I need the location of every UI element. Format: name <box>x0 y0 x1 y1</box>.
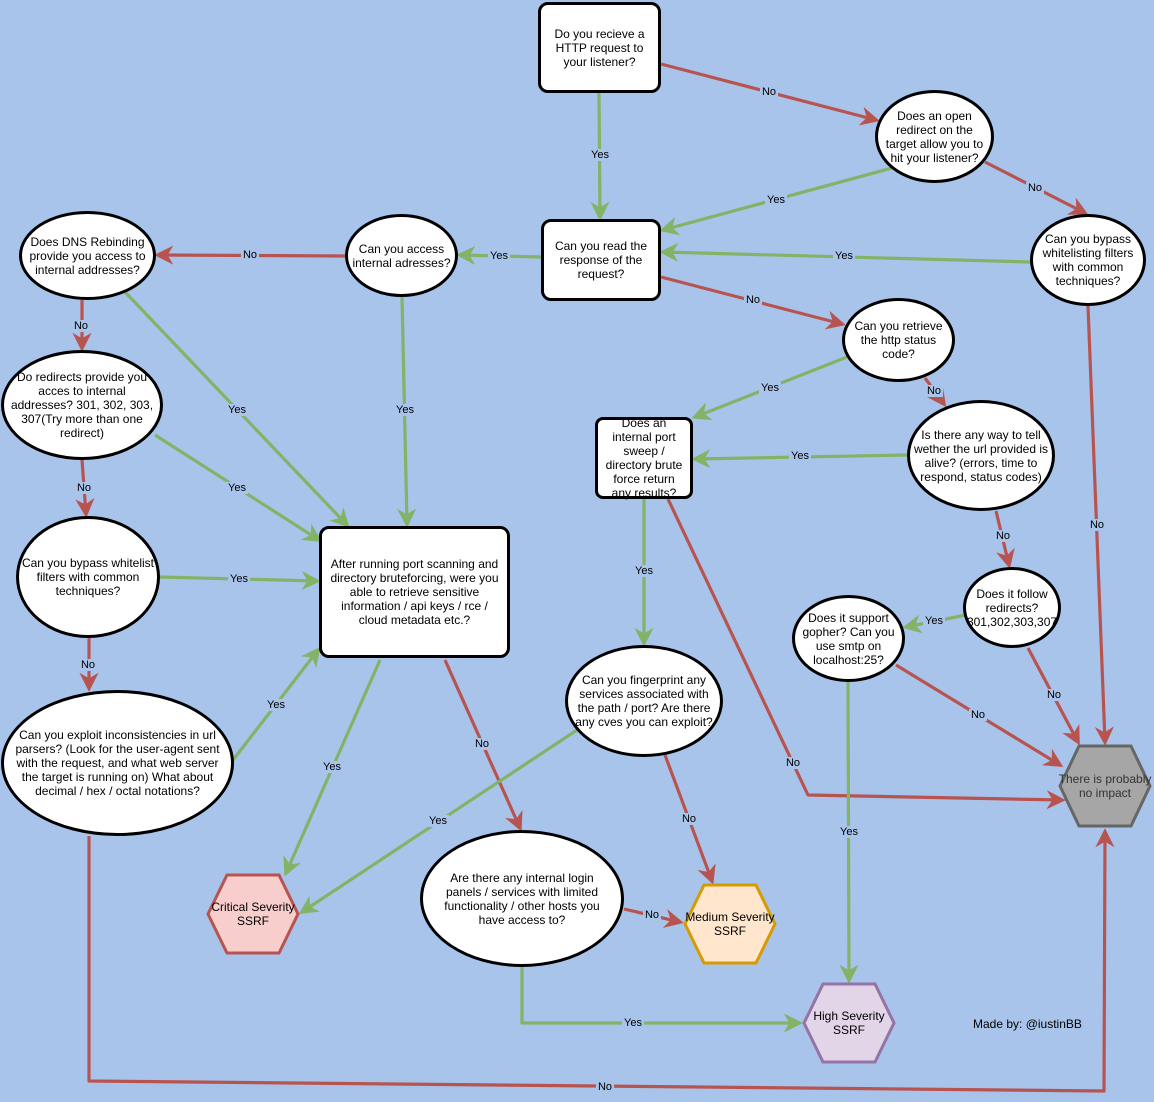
edge-label-no: No <box>78 659 98 671</box>
node-bypass-whitelisting-text: Can you bypass whitelisting filters with… <box>1042 232 1134 288</box>
edge-label-no: No <box>472 738 492 750</box>
node-high-text: High Severity SSRF <box>813 1009 885 1037</box>
node-fingerprint-text: Can you fingerprint any services associa… <box>575 673 713 729</box>
edge-label-no: No <box>1025 182 1045 194</box>
node-critical-text: Critical Severity SSRF <box>211 900 295 928</box>
edge-label-no: No <box>74 482 94 494</box>
node-redirects-internal: Do redirects provide you acces to intern… <box>1 350 163 460</box>
node-port-sweep-text: Does an internal port sweep / directory … <box>605 416 683 500</box>
edge-label-yes: Yes <box>321 761 343 773</box>
edge-label-yes: Yes <box>427 815 449 827</box>
node-open-redirect: Does an open redirect on the target allo… <box>875 90 994 183</box>
node-status-code: Can you retrieve the http status code? <box>842 298 955 382</box>
edge-label-no: No <box>924 385 944 397</box>
edge-label-no: No <box>71 320 91 332</box>
edge-label-no: No <box>595 1081 615 1093</box>
edge-label-no: No <box>993 530 1013 542</box>
node-http-request-text: Do you recieve a HTTP request to your li… <box>554 26 645 69</box>
edge-label-yes: Yes <box>633 565 655 577</box>
edge-label-no: No <box>743 294 763 306</box>
node-access-internal: Can you access internal adresses? <box>345 214 458 297</box>
node-medium-text: Medium Severity SSRF <box>685 910 775 938</box>
edge-label-no: No <box>783 757 803 769</box>
node-bypass-whitelist-filters: Can you bypass whitelist filters with co… <box>16 516 160 638</box>
node-status-code-text: Can you retrieve the http status code? <box>854 319 943 361</box>
node-login-panels-text: Are there any internal login panels / se… <box>444 870 600 927</box>
node-port-scanning-text: After running port scanning and director… <box>330 557 499 627</box>
edge-label-yes: Yes <box>622 1017 644 1029</box>
edge-yes-32 <box>520 967 803 1033</box>
edge-label-yes: Yes <box>838 826 860 838</box>
edge-label-no: No <box>642 909 662 921</box>
node-exploit-parsers: Can you exploit inconsistencies in url p… <box>1 690 234 836</box>
edge-label-yes: Yes <box>488 250 510 262</box>
node-url-alive: Is there any way to tell wether the url … <box>907 400 1055 511</box>
edge-label-no: No <box>240 249 260 261</box>
node-exploit-parsers-text: Can you exploit inconsistencies in url p… <box>15 728 220 798</box>
edge-label-no: No <box>1044 689 1064 701</box>
node-fingerprint: Can you fingerprint any services associa… <box>565 645 723 757</box>
node-http-request: Do you recieve a HTTP request to your li… <box>538 2 661 93</box>
edge-label-no: No <box>679 813 699 825</box>
edge-label-no: No <box>1087 519 1107 531</box>
node-follow-redirects: Does it follow redirects? 301,302,303,30… <box>963 567 1061 648</box>
credit-text: Made by: @iustinBB <box>973 1017 1082 1031</box>
node-port-scanning: After running port scanning and director… <box>319 526 510 658</box>
edge-label-yes: Yes <box>833 250 855 262</box>
node-gopher-text: Does it support gopher? Can you use smtp… <box>802 610 895 667</box>
node-access-internal-text: Can you access internal adresses? <box>352 241 451 270</box>
node-open-redirect-text: Does an open redirect on the target allo… <box>885 108 984 165</box>
edge-label-yes: Yes <box>923 615 945 627</box>
edge-label-no: No <box>968 709 988 721</box>
edge-label-yes: Yes <box>589 149 611 161</box>
edge-label-yes: Yes <box>228 573 250 585</box>
node-dns-rebinding-text: Does DNS Rebinding provide you access to… <box>29 234 146 277</box>
node-no-impact: There is probably no impact <box>1057 743 1153 829</box>
node-dns-rebinding: Does DNS Rebinding provide you access to… <box>19 211 156 300</box>
node-url-alive-text: Is there any way to tell wether the url … <box>913 427 1049 484</box>
edge-label-yes: Yes <box>394 404 416 416</box>
node-gopher: Does it support gopher? Can you use smtp… <box>792 595 905 682</box>
node-bypass-whitelist-filters-text: Can you bypass whitelist filters with co… <box>21 556 155 598</box>
edge-label-no: No <box>759 86 779 98</box>
edge-label-yes: Yes <box>765 194 787 206</box>
edge-label-yes: Yes <box>789 450 811 462</box>
node-high: High Severity SSRF <box>801 981 897 1065</box>
node-medium: Medium Severity SSRF <box>682 882 778 966</box>
edge-label-yes: Yes <box>265 699 287 711</box>
node-login-panels: Are there any internal login panels / se… <box>420 830 624 967</box>
node-port-sweep: Does an internal port sweep / directory … <box>595 416 693 500</box>
node-bypass-whitelisting: Can you bypass whitelisting filters with… <box>1030 214 1146 306</box>
node-read-response-text: Can you read the response of the request… <box>554 239 648 281</box>
node-no-impact-text: There is probably no impact <box>1058 772 1152 800</box>
node-redirects-internal-text: Do redirects provide you acces to intern… <box>10 370 154 440</box>
node-follow-redirects-text: Does it follow redirects? 301,302,303,30… <box>966 586 1058 629</box>
node-read-response: Can you read the response of the request… <box>541 219 661 301</box>
edge-label-yes: Yes <box>226 482 248 494</box>
node-critical: Critical Severity SSRF <box>205 872 301 956</box>
edge-label-yes: Yes <box>759 382 781 394</box>
edge-no-23 <box>666 498 1066 810</box>
edge-label-yes: Yes <box>226 404 248 416</box>
